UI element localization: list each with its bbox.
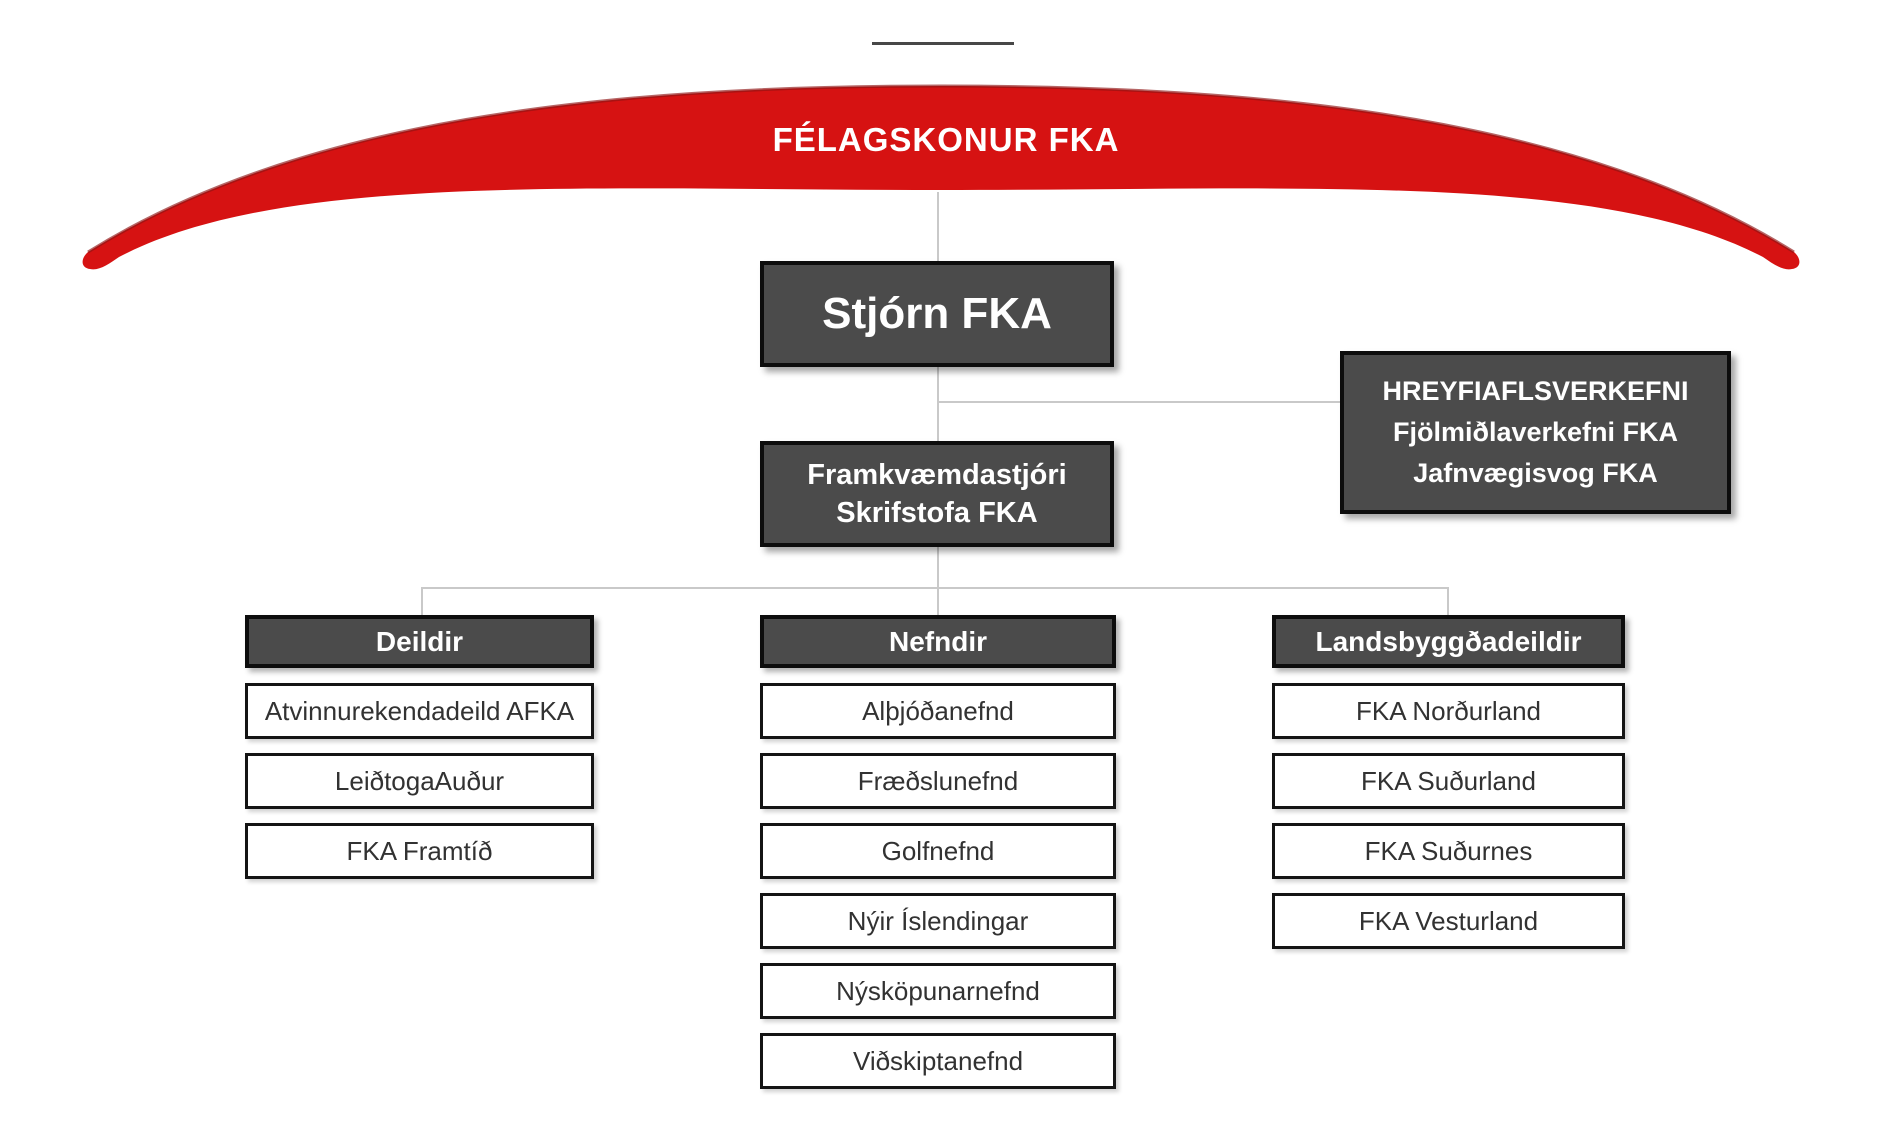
banner-title: FÉLAGSKONUR FKA: [772, 121, 1120, 158]
item-fka-framtid: FKA Framtíð: [245, 823, 594, 879]
column-header-nefndir: Nefndir: [760, 615, 1116, 668]
connector-drop-landsbyggd: [1447, 587, 1449, 616]
item-fka-nordurland: FKA Norðurland: [1272, 683, 1625, 739]
connector-drop-deildir: [421, 587, 423, 616]
column-header-deildir: Deildir: [245, 615, 594, 668]
item-althjodanefnd: Alþjóðanefnd: [760, 683, 1116, 739]
red-arc-top-bevel: [87, 84, 1795, 254]
connector-drop-nefndir: [937, 587, 939, 616]
connector-arc-to-stjorn: [937, 192, 939, 262]
node-hreyfiaflsverkefni: HREYFIAFLSVERKEFNI Fjölmiðlaverkefni FKA…: [1340, 351, 1731, 514]
connector-to-hreyfiafl: [938, 401, 1341, 403]
top-divider-line: [872, 42, 1014, 45]
item-leidtogaaudur: LeiðtogaAuður: [245, 753, 594, 809]
connector-split-horizontal: [421, 587, 1448, 589]
hreyfiafl-line-2: Fjölmiðlaverkefni FKA: [1392, 417, 1679, 447]
item-golfnefnd: Golfnefnd: [760, 823, 1116, 879]
framkvaemdastjori-line-1: Framkvæmdastjóri: [807, 459, 1067, 491]
item-fka-sudurland: FKA Suðurland: [1272, 753, 1625, 809]
item-nyir-islendingar: Nýir Íslendingar: [760, 893, 1116, 949]
node-stjorn-fka: Stjórn FKA: [760, 261, 1114, 367]
connector-fram-to-split: [937, 547, 939, 588]
column-header-landsbyggdadeildir: Landsbyggðadeildir: [1272, 615, 1625, 668]
hreyfiafl-line-1: HREYFIAFLSVERKEFNI: [1382, 376, 1689, 406]
item-fka-vesturland: FKA Vesturland: [1272, 893, 1625, 949]
hreyfiafl-line-3: Jafnvægisvog FKA: [1413, 458, 1658, 488]
framkvaemdastjori-line-2: Skrifstofa FKA: [836, 497, 1038, 529]
item-atvinnurekendadeild: Atvinnurekendadeild AFKA: [245, 683, 594, 739]
red-arc-banner: [82, 84, 1800, 270]
item-fraedslunefnd: Fræðslunefnd: [760, 753, 1116, 809]
item-fka-sudurnes: FKA Suðurnes: [1272, 823, 1625, 879]
red-arc-shape: [82, 86, 1800, 270]
item-vidskiptanefnd: Viðskiptanefnd: [760, 1033, 1116, 1089]
node-framkvaemdastjori: Framkvæmdastjóri Skrifstofa FKA: [760, 441, 1114, 547]
node-stjorn-fka-label: Stjórn FKA: [822, 289, 1052, 338]
item-nyskopunarnefnd: Nýsköpunarnefnd: [760, 963, 1116, 1019]
connector-stjorn-to-fram: [937, 367, 939, 442]
